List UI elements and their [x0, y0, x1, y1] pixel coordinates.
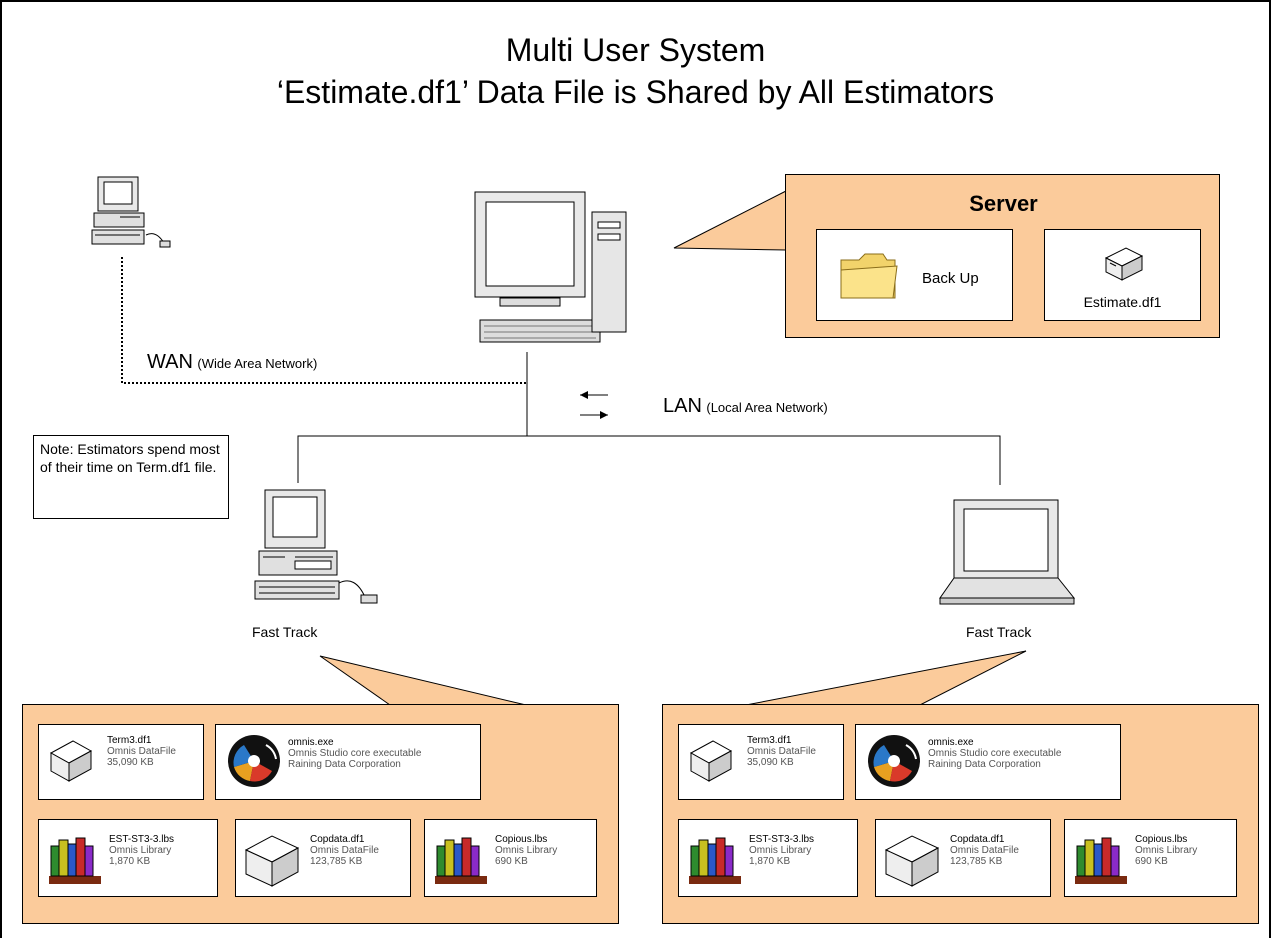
note-box: Note: Estimators spend most of their tim… — [33, 435, 229, 519]
file-type: Omnis Library — [1135, 845, 1198, 856]
server-label: Server — [969, 191, 1038, 216]
file-size: 123,785 KB — [310, 856, 363, 867]
datafile-icon — [244, 835, 300, 887]
file-tile-copious[interactable]: Copious.lbs Omnis Library 690 KB — [1064, 819, 1237, 897]
file-size: 1,870 KB — [749, 856, 791, 867]
file-name: omnis.exe — [288, 737, 334, 748]
omnis-exe-icon — [868, 735, 920, 787]
file-name: Term3.df1 — [107, 735, 152, 746]
file-tile-term3[interactable]: Term3.df1 Omnis DataFile 35,090 KB — [678, 724, 844, 800]
file-tile-copdata[interactable]: Copdata.df1 Omnis DataFile 123,785 KB — [875, 819, 1051, 897]
file-tile-copdata[interactable]: Copdata.df1 Omnis DataFile 123,785 KB — [235, 819, 411, 897]
file-name: Term3.df1 — [747, 735, 792, 746]
file-size: 123,785 KB — [950, 856, 1003, 867]
file-name: Copdata.df1 — [950, 834, 1005, 845]
file-type: Omnis DataFile — [950, 845, 1019, 856]
estimate-datafile-name: Estimate.df1 — [1083, 294, 1162, 310]
lan-bus — [297, 435, 1001, 485]
right-callout-pointer — [745, 650, 1027, 706]
file-name: EST-ST3-3.lbs — [109, 834, 175, 845]
file-type: Omnis Studio core executable — [928, 748, 1062, 759]
library-books-icon — [689, 837, 741, 884]
wan-label: WAN — [147, 351, 193, 373]
left-client-desktop-icon — [254, 489, 378, 604]
title-line-1: Multi User System — [505, 32, 766, 68]
datafile-icon — [689, 740, 733, 782]
library-books-icon — [49, 837, 101, 884]
lan-label: LAN — [663, 395, 702, 417]
file-type: Omnis Library — [749, 845, 812, 856]
file-type: Omnis DataFile — [747, 746, 816, 757]
lan-label-group: LAN (Local Area Network) — [663, 395, 828, 418]
file-tile-est-st3[interactable]: EST-ST3-3.lbs Omnis Library 1,870 KB — [678, 819, 858, 897]
file-size: 35,090 KB — [747, 757, 794, 768]
file-company: Raining Data Corporation — [288, 759, 401, 770]
omnis-exe-icon — [228, 735, 280, 787]
file-name: Copious.lbs — [1135, 834, 1188, 845]
title-line-2: ‘Estimate.df1’ Data File is Shared by Al… — [276, 74, 995, 110]
file-tile-copious[interactable]: Copious.lbs Omnis Library 690 KB — [424, 819, 597, 897]
file-company: Raining Data Corporation — [928, 759, 1041, 770]
file-type: Omnis DataFile — [310, 845, 379, 856]
file-name: Copdata.df1 — [310, 834, 365, 845]
file-tile-term3[interactable]: Term3.df1 Omnis DataFile 35,090 KB — [38, 724, 204, 800]
file-name: EST-ST3-3.lbs — [749, 834, 815, 845]
right-client-laptop-icon — [939, 499, 1076, 605]
right-client-files-callout: Term3.df1 Omnis DataFile 35,090 KB omnis… — [662, 704, 1259, 924]
file-size: 35,090 KB — [107, 757, 154, 768]
file-size: 690 KB — [1135, 856, 1168, 867]
wan-link — [121, 257, 527, 384]
file-tile-omnis-exe[interactable]: omnis.exe Omnis Studio core executable R… — [855, 724, 1121, 800]
file-type: Omnis DataFile — [107, 746, 176, 757]
folder-icon — [840, 253, 898, 299]
library-books-icon — [435, 837, 487, 884]
server-computer-icon — [474, 191, 627, 343]
library-books-icon — [1075, 837, 1127, 884]
estimate-datafile-tile[interactable]: Estimate.df1 — [1044, 229, 1201, 321]
lan-sublabel: (Local Area Network) — [706, 400, 828, 415]
datafile-icon — [1104, 247, 1144, 281]
left-client-label: Fast Track — [252, 624, 318, 640]
file-name: Copious.lbs — [495, 834, 548, 845]
file-size: 1,870 KB — [109, 856, 151, 867]
file-name: omnis.exe — [928, 737, 974, 748]
backup-folder-name: Back Up — [922, 270, 979, 287]
left-client-files-callout: Term3.df1 Omnis DataFile 35,090 KB omnis… — [22, 704, 619, 924]
server-callout: Server Back Up Estimate.df1 — [785, 174, 1220, 338]
datafile-icon — [884, 835, 940, 887]
backup-folder-tile[interactable]: Back Up — [816, 229, 1013, 321]
remote-desktop-icon — [91, 176, 171, 248]
file-size: 690 KB — [495, 856, 528, 867]
datafile-icon — [49, 740, 93, 782]
file-type: Omnis Library — [109, 845, 172, 856]
file-tile-omnis-exe[interactable]: omnis.exe Omnis Studio core executable R… — [215, 724, 481, 800]
file-tile-est-st3[interactable]: EST-ST3-3.lbs Omnis Library 1,870 KB — [38, 819, 218, 897]
file-type: Omnis Studio core executable — [288, 748, 422, 759]
file-type: Omnis Library — [495, 845, 558, 856]
wan-label-group: WAN (Wide Area Network) — [147, 351, 317, 374]
wan-sublabel: (Wide Area Network) — [197, 356, 318, 371]
right-client-label: Fast Track — [966, 624, 1032, 640]
